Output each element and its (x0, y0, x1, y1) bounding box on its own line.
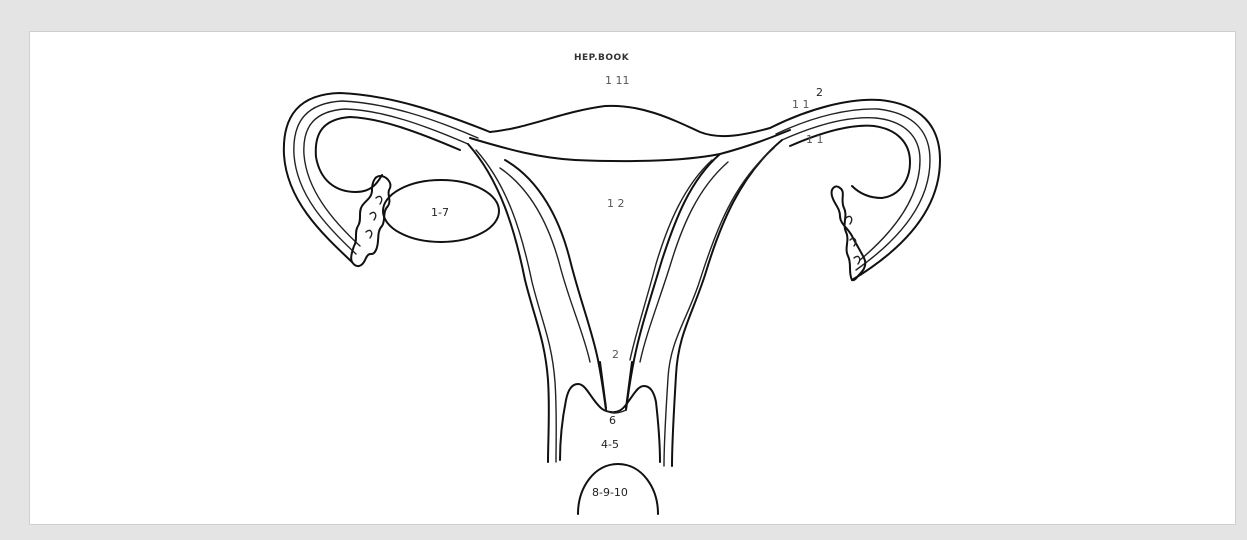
cervical-canal-left (600, 362, 606, 408)
label-tube-lower: 1 1 (806, 133, 824, 146)
uterus-left-inner-wall-2 (500, 168, 590, 362)
uterus-left-inner-wall (505, 160, 606, 410)
label-cervix: 4-5 (601, 438, 619, 451)
uterus-right-inner-wall (626, 154, 720, 410)
cervix-right-lip (614, 386, 660, 462)
uterus-left-outer-wall (468, 144, 549, 462)
left-fimbriae (351, 176, 390, 266)
label-tube-upper: 2 (816, 86, 823, 99)
diagram-title: HEP.BOOK (574, 53, 630, 63)
label-top-fundus: 1 11 (605, 74, 630, 87)
label-canal: 2 (612, 348, 619, 361)
label-ovary: 1-7 (431, 206, 449, 219)
uterus-right-outer-wall-2 (664, 148, 774, 466)
label-vagina: 8-9-10 (592, 486, 628, 499)
label-uterus-body: 1 2 (607, 197, 625, 210)
label-tube-mid: 1 1 (792, 98, 810, 111)
label-cervix-os: 6 (609, 414, 616, 427)
fundus-upper-outline (490, 106, 770, 136)
